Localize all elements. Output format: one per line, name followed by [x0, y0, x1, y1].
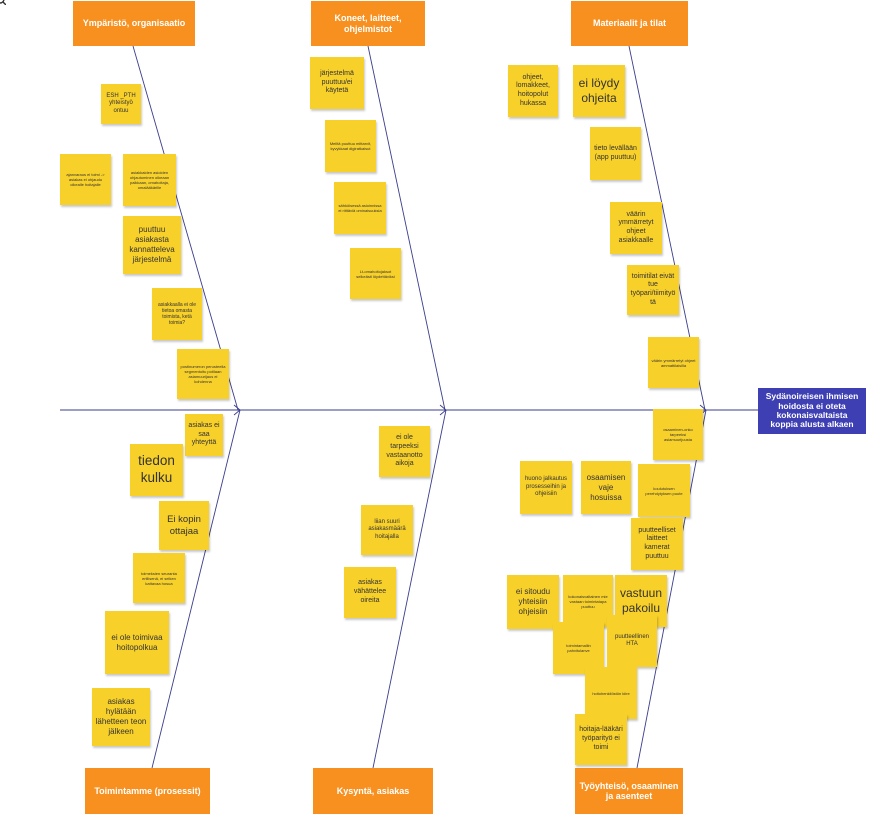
- sticky-note[interactable]: liian suuri asiakasmäärä hoitajalla: [361, 505, 413, 555]
- sticky-note[interactable]: Ei kopin ottajaa: [159, 501, 209, 550]
- sticky-note[interactable]: puuttuu asiakasta kannatteleva järjestel…: [123, 216, 181, 274]
- bone-process: [151, 409, 241, 769]
- sticky-note[interactable]: asiakkaiden asioiden ohjautuminen oikeaa…: [123, 154, 176, 206]
- sticky-note[interactable]: ei ole tarpeeksi vastaanotto aikoja: [379, 426, 430, 477]
- sticky-note[interactable]: sähköisessä asioinnissa ei riittäviä omi…: [334, 182, 386, 234]
- sticky-note[interactable]: asiakkaalla ei ole tietoa omasta toimist…: [152, 288, 202, 340]
- spine-arrowhead: [233, 404, 241, 416]
- sticky-note[interactable]: ESH _PTH yhteistyö ontuu: [101, 84, 141, 124]
- sticky-note[interactable]: asiakas vähättelee oireita: [344, 567, 396, 618]
- spine-arrowhead: [439, 404, 447, 416]
- sticky-note[interactable]: ei sitoudu yhteisiin ohjeisiin: [507, 575, 559, 629]
- category-materials[interactable]: Materiaalit ja tilat: [571, 1, 688, 46]
- sticky-note[interactable]: asiakas hylätään lähetteen teon jälkeen: [92, 688, 150, 746]
- category-environment[interactable]: Ympäristö, organisaatio: [73, 1, 195, 46]
- sticky-note[interactable]: Lt-omahoitojaksot selkeästi löydettäviks…: [350, 248, 401, 299]
- sticky-note[interactable]: kokonaisvaltainen mie vastaan toimintata…: [563, 575, 613, 627]
- sticky-note[interactable]: koulutuksen perehdytyksen puute: [638, 464, 690, 517]
- sticky-note[interactable]: toimintamallin pahvitulanve: [553, 622, 604, 674]
- category-process[interactable]: Toimintamme (prosessit): [85, 768, 210, 814]
- sticky-note[interactable]: toimitilat eivät tue työpari/tiimityötä: [627, 265, 679, 315]
- sticky-note[interactable]: Meiltä puuttuu mittarvit, kyvykkaat digi…: [325, 120, 376, 172]
- sticky-note[interactable]: tiedon kulku: [130, 444, 183, 496]
- sticky-note[interactable]: puutteellinen HTA: [607, 615, 657, 667]
- sticky-note[interactable]: asiakas ei saa yhteyttä: [185, 414, 223, 456]
- sticky-note[interactable]: järjestelmä puuttuu/ei käytetä: [310, 57, 364, 109]
- sticky-note[interactable]: ajanvaraus ei toimi -> asiakas ei ohjaud…: [60, 154, 111, 205]
- sticky-note[interactable]: hoitohenkilöstön kiire: [585, 667, 637, 719]
- category-machines[interactable]: Koneet, laitteet, ohjelmistot: [311, 1, 425, 46]
- sticky-note[interactable]: hoitaja-lääkäri työparityö ei toimi: [575, 714, 627, 765]
- bone-machines: [367, 45, 446, 411]
- sticky-note[interactable]: väärin ymmärretyt ohjeet ammattilaisilla: [648, 337, 699, 388]
- sticky-note[interactable]: toimeksien seuranta erillisenä, ei selke…: [133, 553, 185, 603]
- sticky-note[interactable]: postinumeron perusteella segmentoitu pot…: [177, 349, 229, 399]
- effect-box[interactable]: Sydänoireisen ihmisen hoidosta ei oteta …: [758, 388, 866, 434]
- sticky-note[interactable]: väärin ymmärretyt ohjeet asiakkaalle: [610, 202, 662, 254]
- category-people[interactable]: Työyhteisö, osaaminen ja asenteet: [575, 768, 683, 814]
- bone-people: [636, 409, 707, 769]
- sticky-note[interactable]: osaaminen-onko tarpeeksi asiamuurijuusta: [653, 409, 703, 460]
- search-icon[interactable]: [0, 0, 6, 5]
- sticky-note[interactable]: ei ole toimivaa hoitopolkua: [105, 611, 169, 674]
- sticky-note[interactable]: ohjeet, lomakkeet, hoitopolut hukassa: [508, 65, 558, 117]
- sticky-note[interactable]: huono jalkautus prosesseihin ja ohjeisii…: [520, 461, 572, 514]
- sticky-note[interactable]: osaamisen vaje hosuissa: [581, 461, 631, 514]
- bone-demand: [372, 409, 447, 769]
- sticky-note[interactable]: tieto levällään (app puuttuu): [590, 127, 641, 180]
- sticky-note[interactable]: ei löydy ohjeita: [573, 65, 625, 117]
- category-demand[interactable]: Kysyntä, asiakas: [313, 768, 433, 814]
- sticky-note[interactable]: puutteelliset laitteet kamerat puuttuu: [631, 518, 683, 570]
